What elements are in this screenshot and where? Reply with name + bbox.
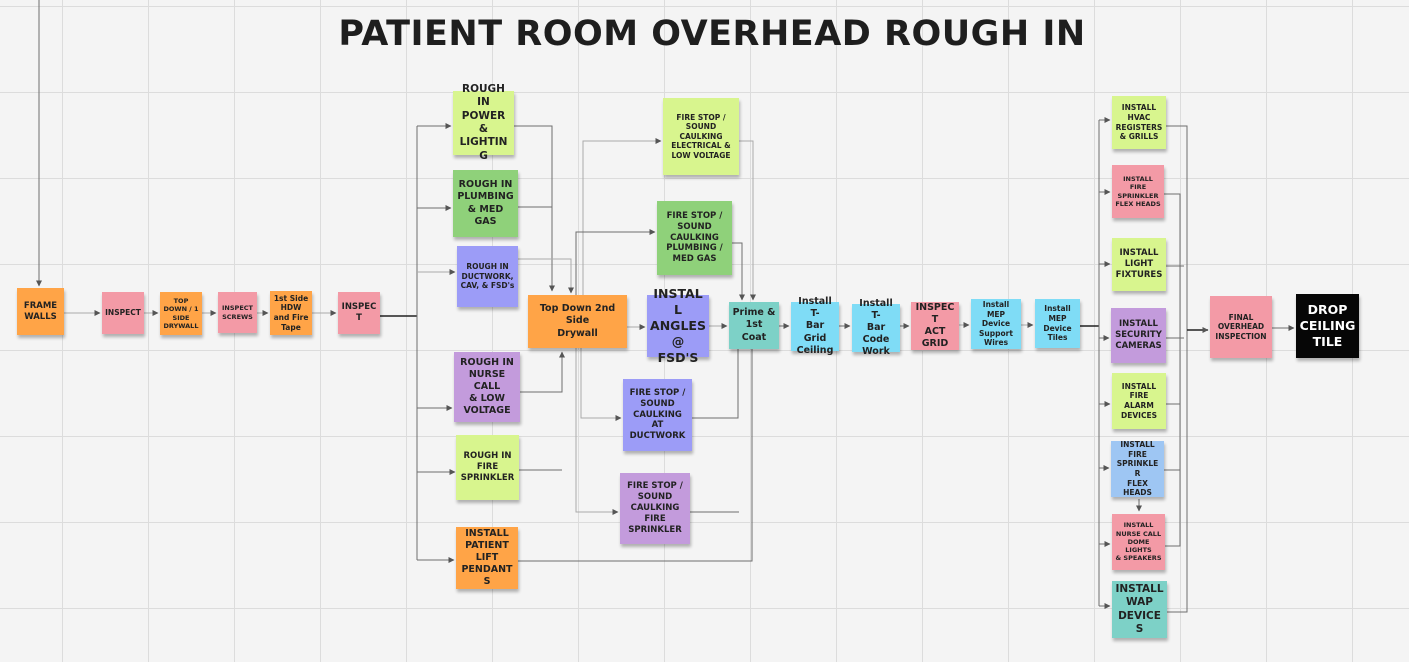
connector-fs-plumb-to-prime: [732, 242, 745, 301]
connector-nurse-to-2nd: [520, 351, 565, 393]
note-top-down-1-side[interactable]: TOP DOWN / 1 SIDE DRYWALL: [160, 292, 202, 335]
note-install-hvac[interactable]: INSTALL HVAC REGISTERS & GRILLS: [1112, 96, 1166, 149]
note-inspect-act-grid[interactable]: INSPECT ACT GRID: [911, 302, 959, 350]
note-inspect-2[interactable]: INSPECT: [338, 292, 380, 334]
note-rough-power[interactable]: ROUGH IN POWER & LIGHTING: [453, 83, 514, 162]
note-1st-side-hdw[interactable]: 1st Side HDW and Fire Tape: [270, 291, 312, 335]
note-mep-device-tiles[interactable]: Install MEP Device Tiles: [1035, 299, 1080, 348]
note-tbar-code[interactable]: Install T- Bar Code Work: [852, 298, 900, 357]
note-rough-nurse-call[interactable]: ROUGH IN NURSE CALL & LOW VOLTAGE: [454, 352, 520, 422]
connector-right-merge-3: [1164, 265, 1184, 471]
note-sprinkler-flex-2[interactable]: INSTALL FIRE SPRINKLER FLEX HEADS: [1111, 440, 1164, 497]
connector-2nd-to-fs-sprink: [575, 348, 619, 515]
connector-2nd-to-fs-plumb: [575, 229, 656, 296]
note-fs-sprinkler[interactable]: FIRE STOP / SOUND CAULKING FIRE SPRINKLE…: [620, 473, 690, 544]
note-install-angles[interactable]: INSTALL ANGLES @ FSD'S: [647, 286, 709, 365]
note-mep-support-wires[interactable]: Install MEP Device Support Wires: [971, 299, 1021, 349]
connector-fs-elec-to-prime: [739, 140, 756, 301]
note-fs-plumbing[interactable]: FIRE STOP / SOUND CAULKING PLUMBING / ME…: [657, 201, 732, 275]
note-rough-ductwork[interactable]: ROUGH IN DUCTWORK, CAV, & FSD's: [457, 246, 518, 307]
note-nurse-call-dome[interactable]: INSTALL NURSE CALL DOME LIGHTS & SPEAKER…: [1112, 514, 1165, 570]
note-fs-ductwork[interactable]: FIRE STOP / SOUND CAULKING AT DUCTWORK: [623, 379, 692, 451]
page-title: PATIENT ROOM OVERHEAD ROUGH IN: [338, 14, 1086, 54]
connector-right-merge-2: [1164, 193, 1181, 547]
note-install-wap[interactable]: INSTALL WAP DEVICES: [1112, 581, 1167, 638]
note-install-light[interactable]: INSTALL LIGHT FIXTURES: [1112, 238, 1166, 291]
note-top-down-2nd-side[interactable]: Top Down 2nd Side Drywall: [528, 295, 627, 348]
note-sprinkler-flex-1[interactable]: INSTALL FIRE SPRINKLER FLEX HEADS: [1112, 165, 1164, 218]
note-rough-fire-sprinkler[interactable]: ROUGH IN FIRE SPRINKLER: [456, 435, 519, 500]
connector-power-to-2nd: [514, 125, 555, 292]
connectors: [36, 0, 1295, 613]
connector-lift-to-prime: [518, 339, 755, 562]
connector-fs-duct-to-prime: [692, 339, 741, 419]
connector-2nd-to-fs-elec: [582, 138, 662, 296]
connector-right-merge-1: [1160, 125, 1188, 613]
note-fs-electrical[interactable]: FIRE STOP / SOUND CAULKING ELECTRICAL & …: [663, 98, 739, 175]
note-inspect-1[interactable]: INSPECT: [102, 292, 144, 334]
note-prime-1st-coat[interactable]: Prime & 1st Coat: [729, 302, 779, 349]
note-final-inspection[interactable]: FINAL OVERHEAD INSPECTION: [1210, 296, 1272, 358]
note-tbar-grid[interactable]: Install T- Bar Grid Ceiling: [791, 296, 839, 356]
connector-ductwork-to-2nd: [518, 258, 574, 294]
note-rough-plumbing[interactable]: ROUGH IN PLUMBING & MED GAS: [453, 170, 518, 237]
note-drop-ceiling-tile[interactable]: DROP CEILING TILE: [1296, 294, 1359, 358]
note-install-fire-alarm[interactable]: INSTALL FIRE ALARM DEVICES: [1112, 373, 1166, 429]
note-inspect-screws[interactable]: INSPECT SCREWS: [218, 292, 257, 333]
connector-2nd-to-fs-duct: [580, 348, 622, 421]
note-install-security[interactable]: INSTALL SECURITY CAMERAS: [1111, 308, 1166, 363]
note-frame-walls[interactable]: FRAME WALLS: [17, 288, 64, 335]
note-install-patient-lift[interactable]: INSTALL PATIENT LIFT PENDANTS: [456, 527, 518, 589]
